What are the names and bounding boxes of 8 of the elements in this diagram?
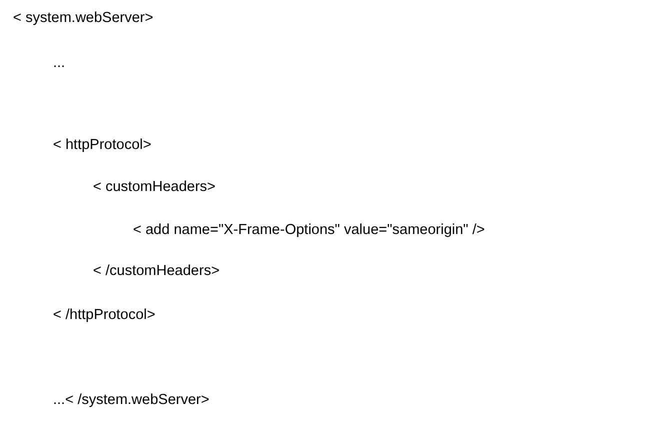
code-line: < /customHeaders> <box>93 262 220 280</box>
code-line: < customHeaders> <box>93 178 216 196</box>
code-line: < system.webServer> <box>13 9 154 27</box>
code-line: < add name="X-Frame-Options" value="sameorigin" /> <box>133 221 485 239</box>
code-line: ... <box>53 54 66 72</box>
code-line: < /httpProtocol> <box>53 306 156 324</box>
code-line: ...< /system.webServer> <box>53 391 210 409</box>
code-line: < httpProtocol> <box>53 136 152 154</box>
